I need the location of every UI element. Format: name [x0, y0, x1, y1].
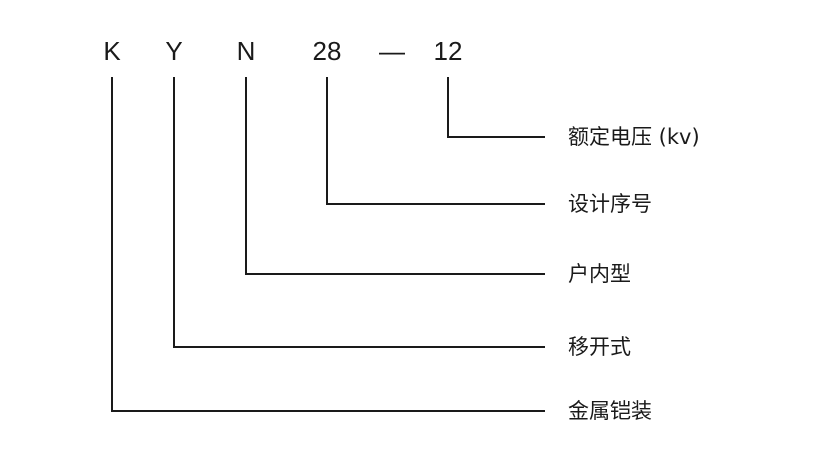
label-rated-voltage: 额定电压 (kv) [568, 125, 700, 149]
code-segment-y: Y [165, 36, 182, 66]
label-indoor-type: 户内型 [568, 262, 631, 286]
label-withdrawable-type: 移开式 [568, 335, 631, 359]
leader-line-k [111, 77, 545, 412]
code-segment-12: 12 [434, 36, 463, 66]
code-segment-28: 28 [313, 36, 342, 66]
leader-line-y [173, 77, 545, 348]
leader-line-n [245, 77, 545, 275]
label-design-number: 设计序号 [568, 192, 652, 216]
code-segment-dash: — [379, 36, 405, 66]
code-segment-n: N [237, 36, 256, 66]
label-metal-clad: 金属铠装 [568, 399, 652, 423]
leader-line-28 [326, 77, 545, 205]
leader-line-12 [447, 77, 545, 138]
code-segment-k: K [103, 36, 121, 66]
